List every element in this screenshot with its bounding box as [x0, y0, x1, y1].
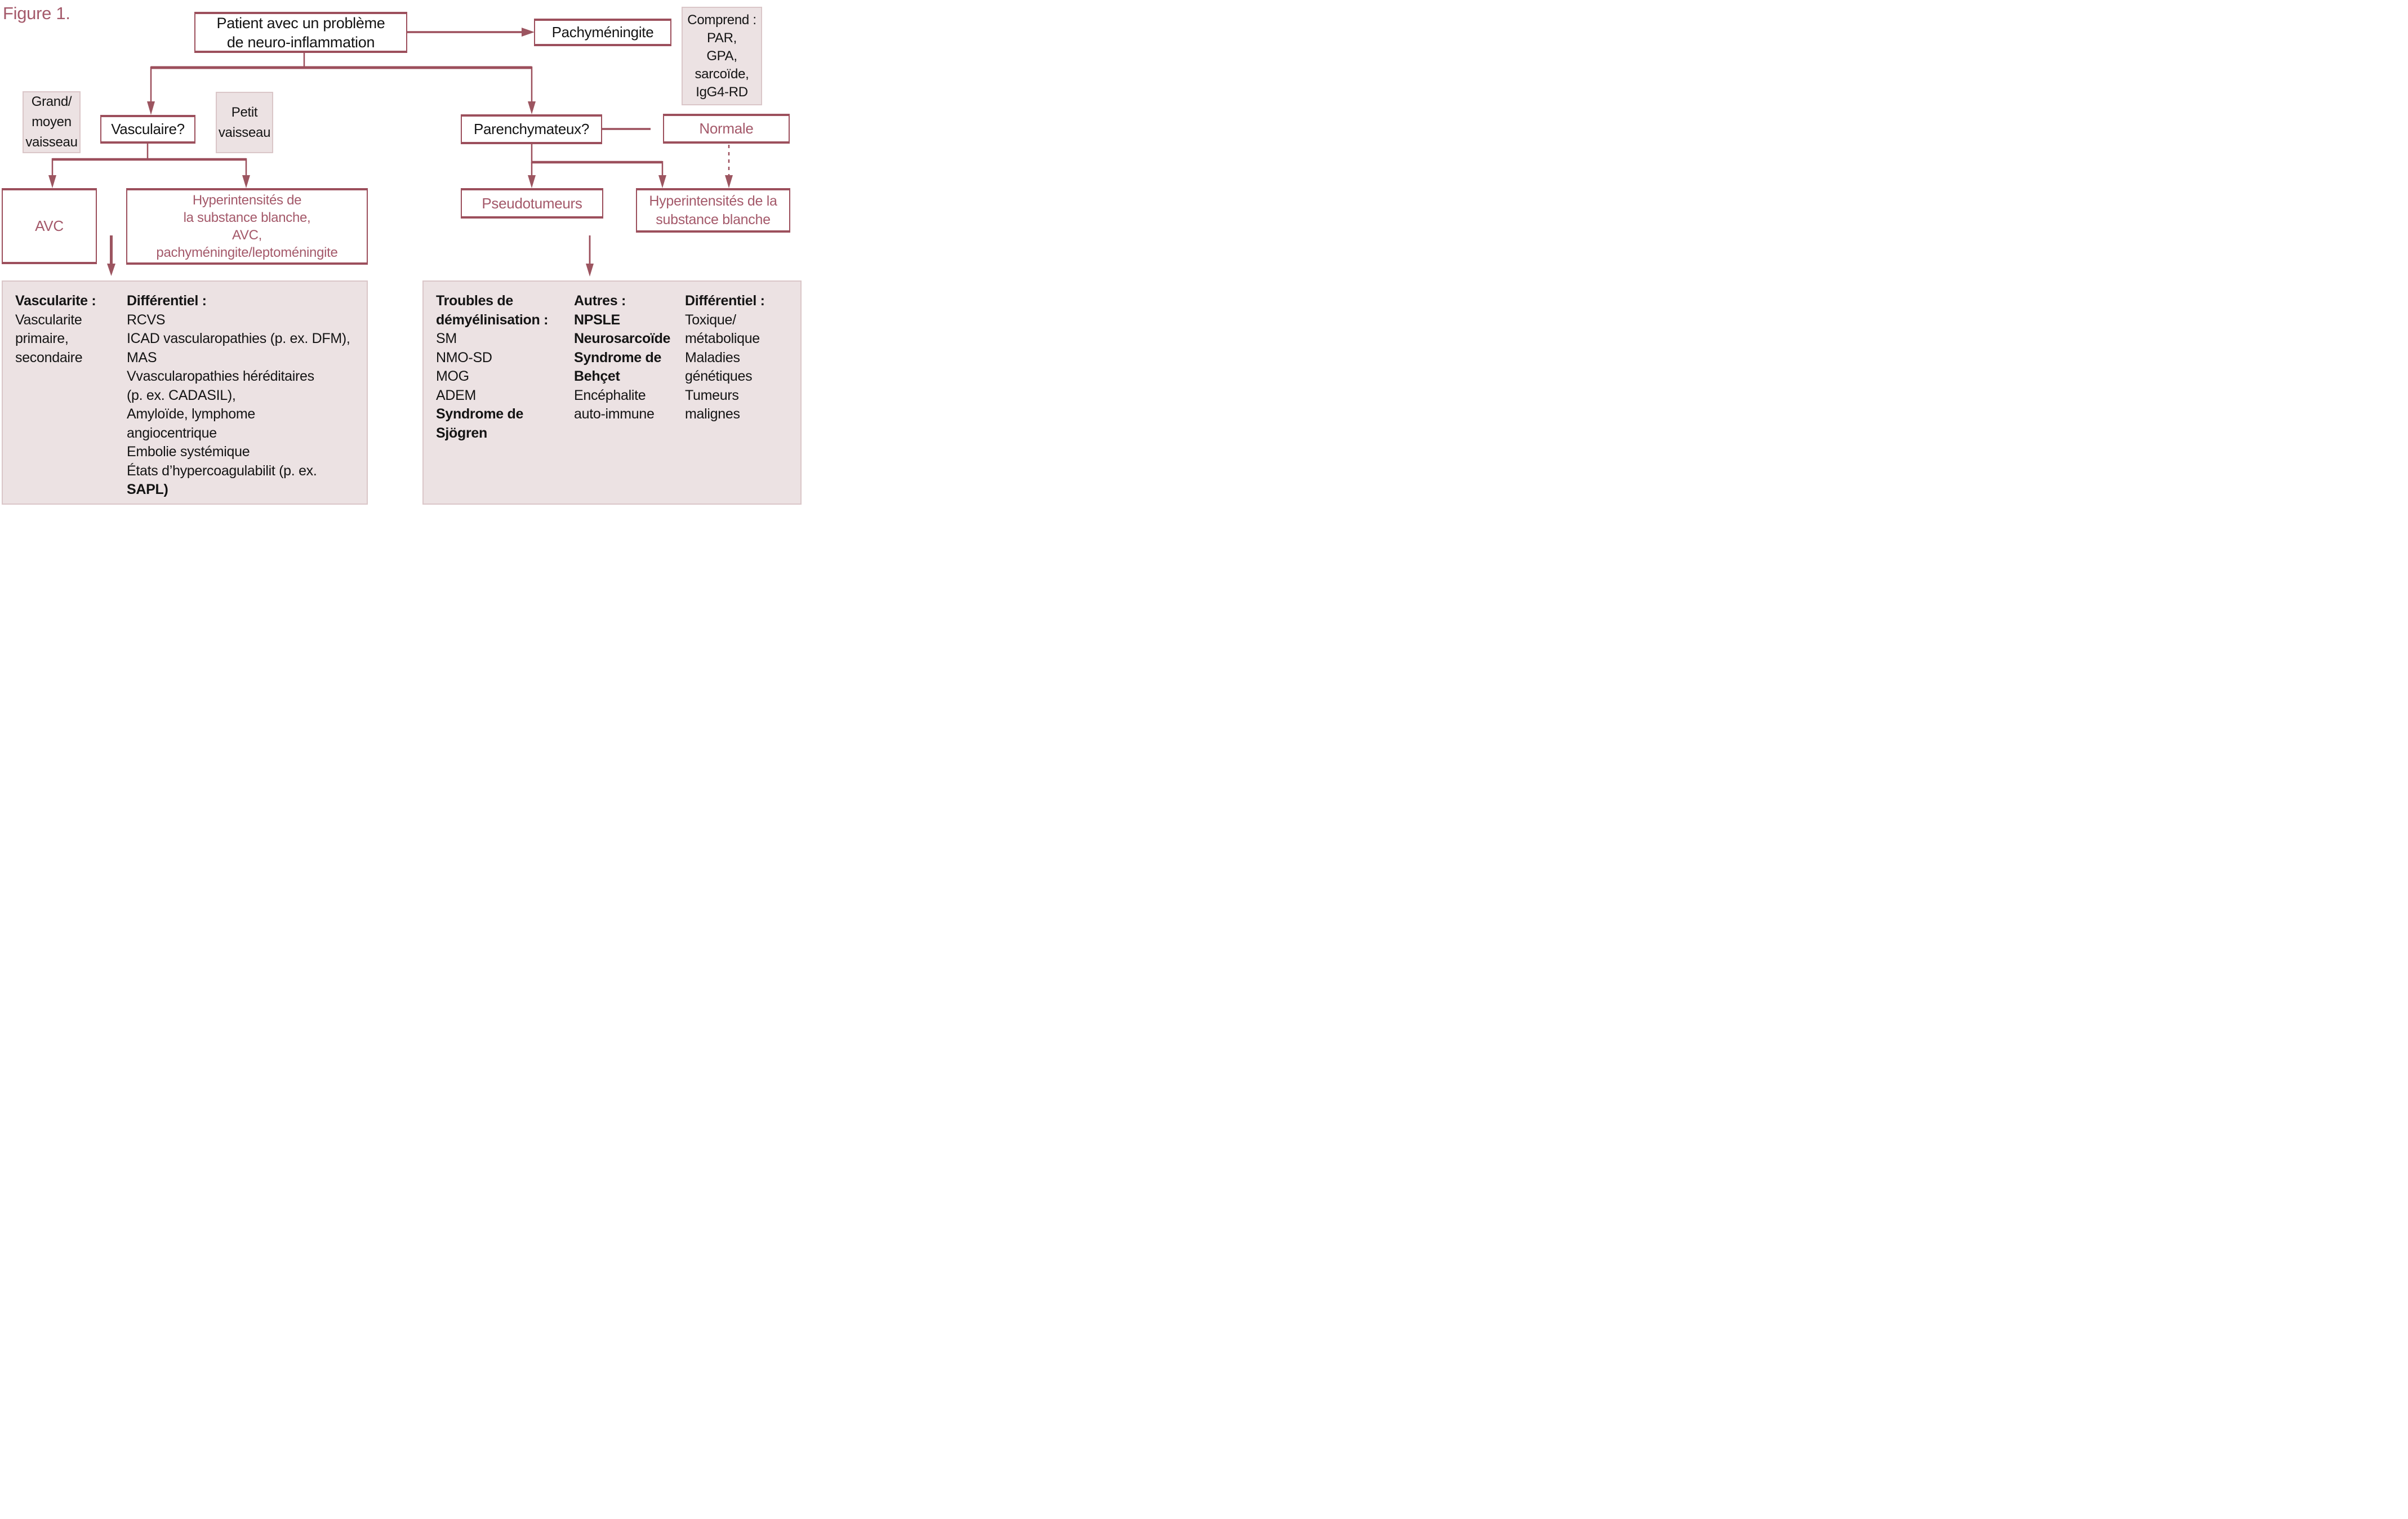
connector-lines	[51, 31, 730, 265]
differentiel-right-item: malignes	[685, 406, 740, 422]
vascularite-heading: Vascularite :	[15, 293, 96, 309]
block-arrow-head	[107, 264, 115, 276]
node-pseudotumeurs-label: Pseudotumeurs	[482, 194, 582, 212]
node-pachymeningite: Pachyméningite	[534, 19, 671, 46]
differentiel-left-item: (p. ex. CADASIL),	[127, 387, 236, 403]
differentiel-left-heading: Différentiel :	[127, 293, 207, 309]
differentiel-left-column: Différentiel : RCVS ICAD vascularopathie…	[127, 292, 350, 500]
vascularite-item: primaire,	[15, 331, 69, 346]
grand-moyen-line: Grand/	[31, 94, 72, 109]
node-vasculaire-label: Vasculaire?	[111, 121, 185, 137]
comprend-line: IgG4-RD	[696, 84, 748, 100]
comprend-line: sarcoïde,	[695, 66, 749, 82]
node-patient-line: de neuro-inflammation	[226, 33, 375, 51]
demyelinisation-column: Troubles de démyélinisation : SM NMO-SD …	[436, 292, 548, 443]
hyper-right-line: substance blanche	[656, 211, 771, 228]
differentiel-left-item: Embolie systémique	[127, 444, 250, 460]
vascularite-item: secondaire	[15, 349, 83, 366]
petit-line: Petit	[231, 104, 258, 120]
grand-moyen-line: moyen	[32, 114, 72, 130]
differentiel-right-item: Tumeurs	[685, 387, 739, 403]
autres-item: Syndrome de	[574, 349, 662, 366]
arrowhead-hyper-right-dashed	[725, 175, 733, 188]
connector-layer	[48, 28, 733, 277]
differentiel-left-item: Amyloïde, lymphome	[127, 406, 256, 422]
node-parenchymateux-label: Parenchymateux?	[473, 121, 590, 137]
differentiel-right-item: Toxique/	[685, 311, 736, 328]
vascularite-column: Vascularite : Vascularite primaire, seco…	[15, 292, 96, 367]
differentiel-left-item: ICAD vascularopathies (p. ex. DFM),	[127, 331, 350, 346]
arrowhead-vasculaire	[147, 101, 155, 115]
label-petit-vaisseau: Petit vaisseau	[216, 92, 273, 153]
grand-moyen-line: vaisseau	[25, 135, 78, 150]
node-hyperintensites-right: Hyperintensités de la substance blanche	[636, 188, 790, 233]
comprend-line: PAR,	[706, 30, 737, 46]
node-hyperintensites-left: Hyperintensités de la substance blanche,…	[126, 188, 368, 265]
differentiel-right-item: génétiques	[685, 368, 753, 384]
autres-column: Autres : NPSLE Neurosarcoïde Syndrome de…	[574, 292, 670, 424]
demyelinisation-item: SM	[436, 331, 457, 346]
differentiel-right-item: métabolique	[685, 331, 760, 346]
differentiel-right-item: Maladies	[685, 349, 740, 366]
demyelinisation-item: NMO-SD	[436, 349, 492, 366]
autres-item: NPSLE	[574, 311, 620, 328]
arrowhead-pseudotumeurs	[528, 175, 536, 188]
hyper-right-line: Hyperintensités de la	[649, 193, 777, 209]
demyelinisation-heading: Troubles de	[436, 293, 514, 309]
demyelinisation-item: ADEM	[436, 387, 477, 403]
arrowhead-bottom-right	[586, 264, 594, 277]
block-arrow-shaft	[110, 235, 113, 265]
arrowhead-hyper-right-solid	[658, 175, 666, 188]
differentiel-left-item: MAS	[127, 349, 157, 366]
differentiel-right-heading: Différentiel :	[685, 293, 765, 309]
hyper-left-line: AVC,	[232, 228, 262, 243]
demyelinisation-item: Sjögren	[436, 425, 487, 441]
arrowheads	[48, 28, 733, 277]
differentiel-left-item: RCVS	[127, 311, 166, 328]
autres-item: Encéphalite	[574, 387, 646, 403]
flowchart-canvas: Figure 1.	[0, 0, 803, 506]
node-pachymeningite-label: Pachyméningite	[551, 24, 654, 41]
autres-item: auto-immune	[574, 406, 655, 422]
figure-label: Figure 1.	[3, 3, 70, 23]
hyper-left-line: la substance blanche,	[183, 210, 311, 225]
comprend-line: GPA,	[706, 48, 737, 64]
arrowhead-parenchymateux	[528, 101, 536, 114]
node-avc: AVC	[2, 188, 97, 264]
label-grand-moyen-vaisseau: Grand/ moyen vaisseau	[23, 91, 81, 153]
differentiel-right-column: Différentiel : Toxique/ métabolique Mala…	[685, 292, 765, 424]
differentiel-left-item: Vvascularopathies héréditaires	[127, 368, 314, 384]
node-parenchymateux: Parenchymateux?	[461, 114, 602, 144]
node-patient-line: Patient avec un problème	[216, 14, 385, 32]
differentiel-left-item: États d’hypercoagulabilit (p. ex.	[127, 462, 317, 479]
comprend-line: Comprend :	[687, 12, 756, 28]
arrowhead-pachymeningite	[522, 28, 535, 37]
node-pseudotumeurs: Pseudotumeurs	[461, 188, 603, 219]
node-vasculaire: Vasculaire?	[100, 115, 195, 144]
autres-heading: Autres :	[574, 293, 626, 309]
node-avc-label: AVC	[35, 217, 64, 234]
demyelinisation-heading: démyélinisation :	[436, 311, 549, 328]
vascularite-item: Vascularite	[15, 311, 82, 328]
autres-item: Neurosarcoïde	[574, 331, 671, 346]
hyper-left-line: pachyméningite/leptoméningite	[156, 245, 338, 260]
differentiel-left-item: angiocentrique	[127, 425, 217, 441]
autres-item: Behçet	[574, 368, 620, 384]
annotation-comprend: Comprend : PAR, GPA, sarcoïde, IgG4-RD	[682, 7, 762, 105]
box-demyelinisation-autres-differentiel: Troubles de démyélinisation : SM NMO-SD …	[422, 280, 802, 505]
differentiel-left-item: SAPL)	[127, 482, 168, 497]
node-normale-label: Normale	[699, 120, 754, 137]
petit-line: vaisseau	[218, 124, 271, 140]
arrowhead-hyper-left	[242, 175, 250, 188]
arrowhead-avc	[48, 175, 56, 188]
node-patient: Patient avec un problème de neuro-inflam…	[194, 12, 407, 53]
node-normale: Normale	[663, 114, 790, 144]
demyelinisation-item: MOG	[436, 368, 469, 384]
hyper-left-line: Hyperintensités de	[192, 193, 302, 208]
demyelinisation-item: Syndrome de	[436, 406, 524, 422]
box-vascularite-differentiel: Vascularite : Vascularite primaire, seco…	[2, 280, 368, 505]
